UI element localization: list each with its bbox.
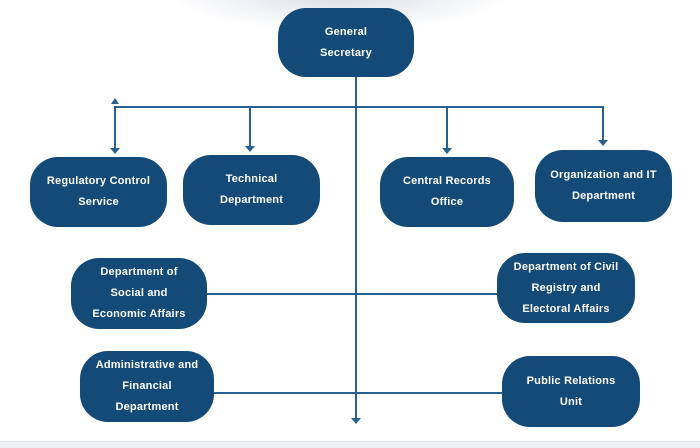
node-label-line: Financial	[122, 380, 172, 392]
arrowhead-regulatory	[110, 148, 120, 154]
node-label-line: Organization and IT	[550, 169, 657, 181]
node-label-line: Electoral Affairs	[522, 302, 610, 315]
node-dept-civil-registry: Department of Civil Registry and Elector…	[497, 253, 635, 323]
arrowhead-central-records	[442, 148, 452, 154]
node-label-line: Office	[430, 196, 464, 208]
node-label-line: Registry and	[531, 281, 601, 294]
node-label-line: General	[324, 25, 368, 38]
arrowhead-organization-it	[598, 140, 608, 146]
node-label-line: Economic Affairs	[92, 308, 186, 320]
node-label-line: Department of Civil	[513, 260, 619, 273]
node-admin-financial-department: Administrative and Financial Department	[80, 351, 214, 422]
connector-drop-technical	[249, 106, 251, 147]
node-dept-social-economic: Department of Social and Economic Affair…	[71, 258, 207, 329]
bottom-strip	[0, 441, 700, 448]
node-label-line: Public Relations	[526, 374, 616, 387]
node-public-relations-unit: Public Relations Unit	[502, 356, 640, 427]
node-label-line: Department	[571, 190, 636, 202]
node-central-records-office: Central Records Office	[380, 157, 514, 227]
connector-drop-regulatory	[114, 106, 116, 149]
connector-drop-organization-it	[602, 106, 604, 141]
arrowhead-top-left-corner	[111, 98, 119, 104]
node-general-secretary: General Secretary	[278, 8, 414, 77]
node-label-line: Service	[78, 196, 119, 208]
connector-row3-horizontal	[207, 293, 497, 295]
node-label-line: Department of	[100, 266, 178, 278]
node-regulatory-control-service: Regulatory Control Service	[30, 157, 167, 227]
node-label-line: Unit	[559, 395, 583, 408]
arrowhead-trunk-bottom	[351, 418, 361, 424]
node-label-line: Administrative and	[95, 359, 199, 371]
node-organization-it-department: Organization and IT Department	[535, 150, 672, 222]
node-label-line: Central Records	[403, 175, 491, 187]
arrowhead-technical	[245, 146, 255, 152]
connector-drop-central-records	[446, 106, 448, 149]
connector-trunk-vertical	[355, 77, 357, 420]
connector-top-horizontal	[114, 106, 604, 108]
node-label-line: Department	[115, 401, 179, 413]
node-label-line: Social and	[110, 287, 168, 299]
node-technical-department: Technical Department	[183, 155, 320, 225]
node-label-line: Department	[219, 194, 284, 206]
node-label-line: Regulatory Control	[46, 175, 151, 187]
node-label-line: Technical	[225, 173, 278, 185]
node-label-line: Secretary	[320, 46, 372, 59]
connector-row4-horizontal	[214, 392, 502, 394]
